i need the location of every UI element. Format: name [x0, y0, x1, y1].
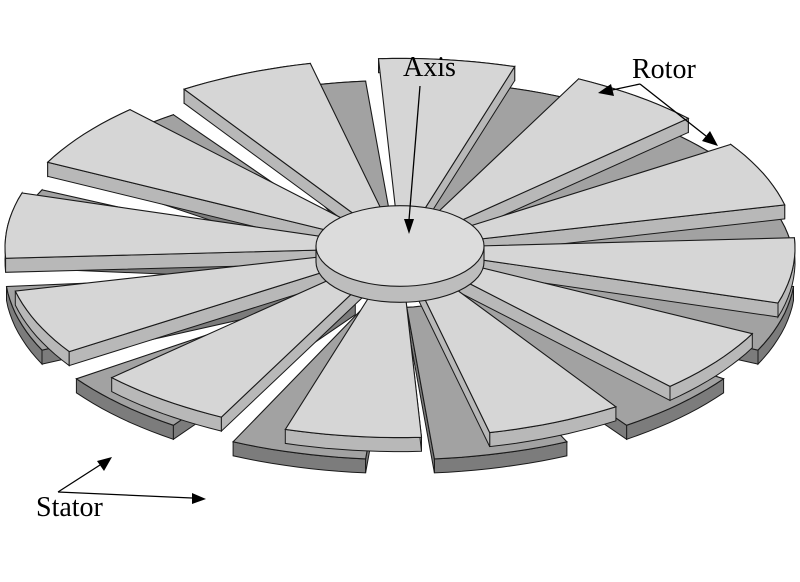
hub: [315, 205, 485, 303]
rotor-blade: [464, 143, 786, 255]
rotor-blade: [416, 278, 618, 448]
axis-leader-arrow: [404, 85, 421, 234]
rotor-blade: [182, 62, 384, 232]
rotor-layer: [4, 57, 796, 453]
stator-leader-arrow: [57, 491, 206, 504]
hub-top: [315, 205, 485, 287]
stator-label: Stator: [36, 492, 104, 523]
stator-leader-arrow: [57, 457, 112, 493]
rotor-leader-arrow: [639, 83, 718, 146]
rotor-leader-arrow: [598, 83, 641, 96]
rotor-label: Rotor: [632, 54, 696, 85]
leader-lines: [57, 83, 718, 504]
rotor-blade: [14, 255, 336, 367]
rotor-blade: [46, 108, 348, 246]
axis-label: Axis: [403, 52, 456, 83]
rotor-blade: [110, 272, 366, 433]
rotor-blade: [4, 191, 327, 273]
